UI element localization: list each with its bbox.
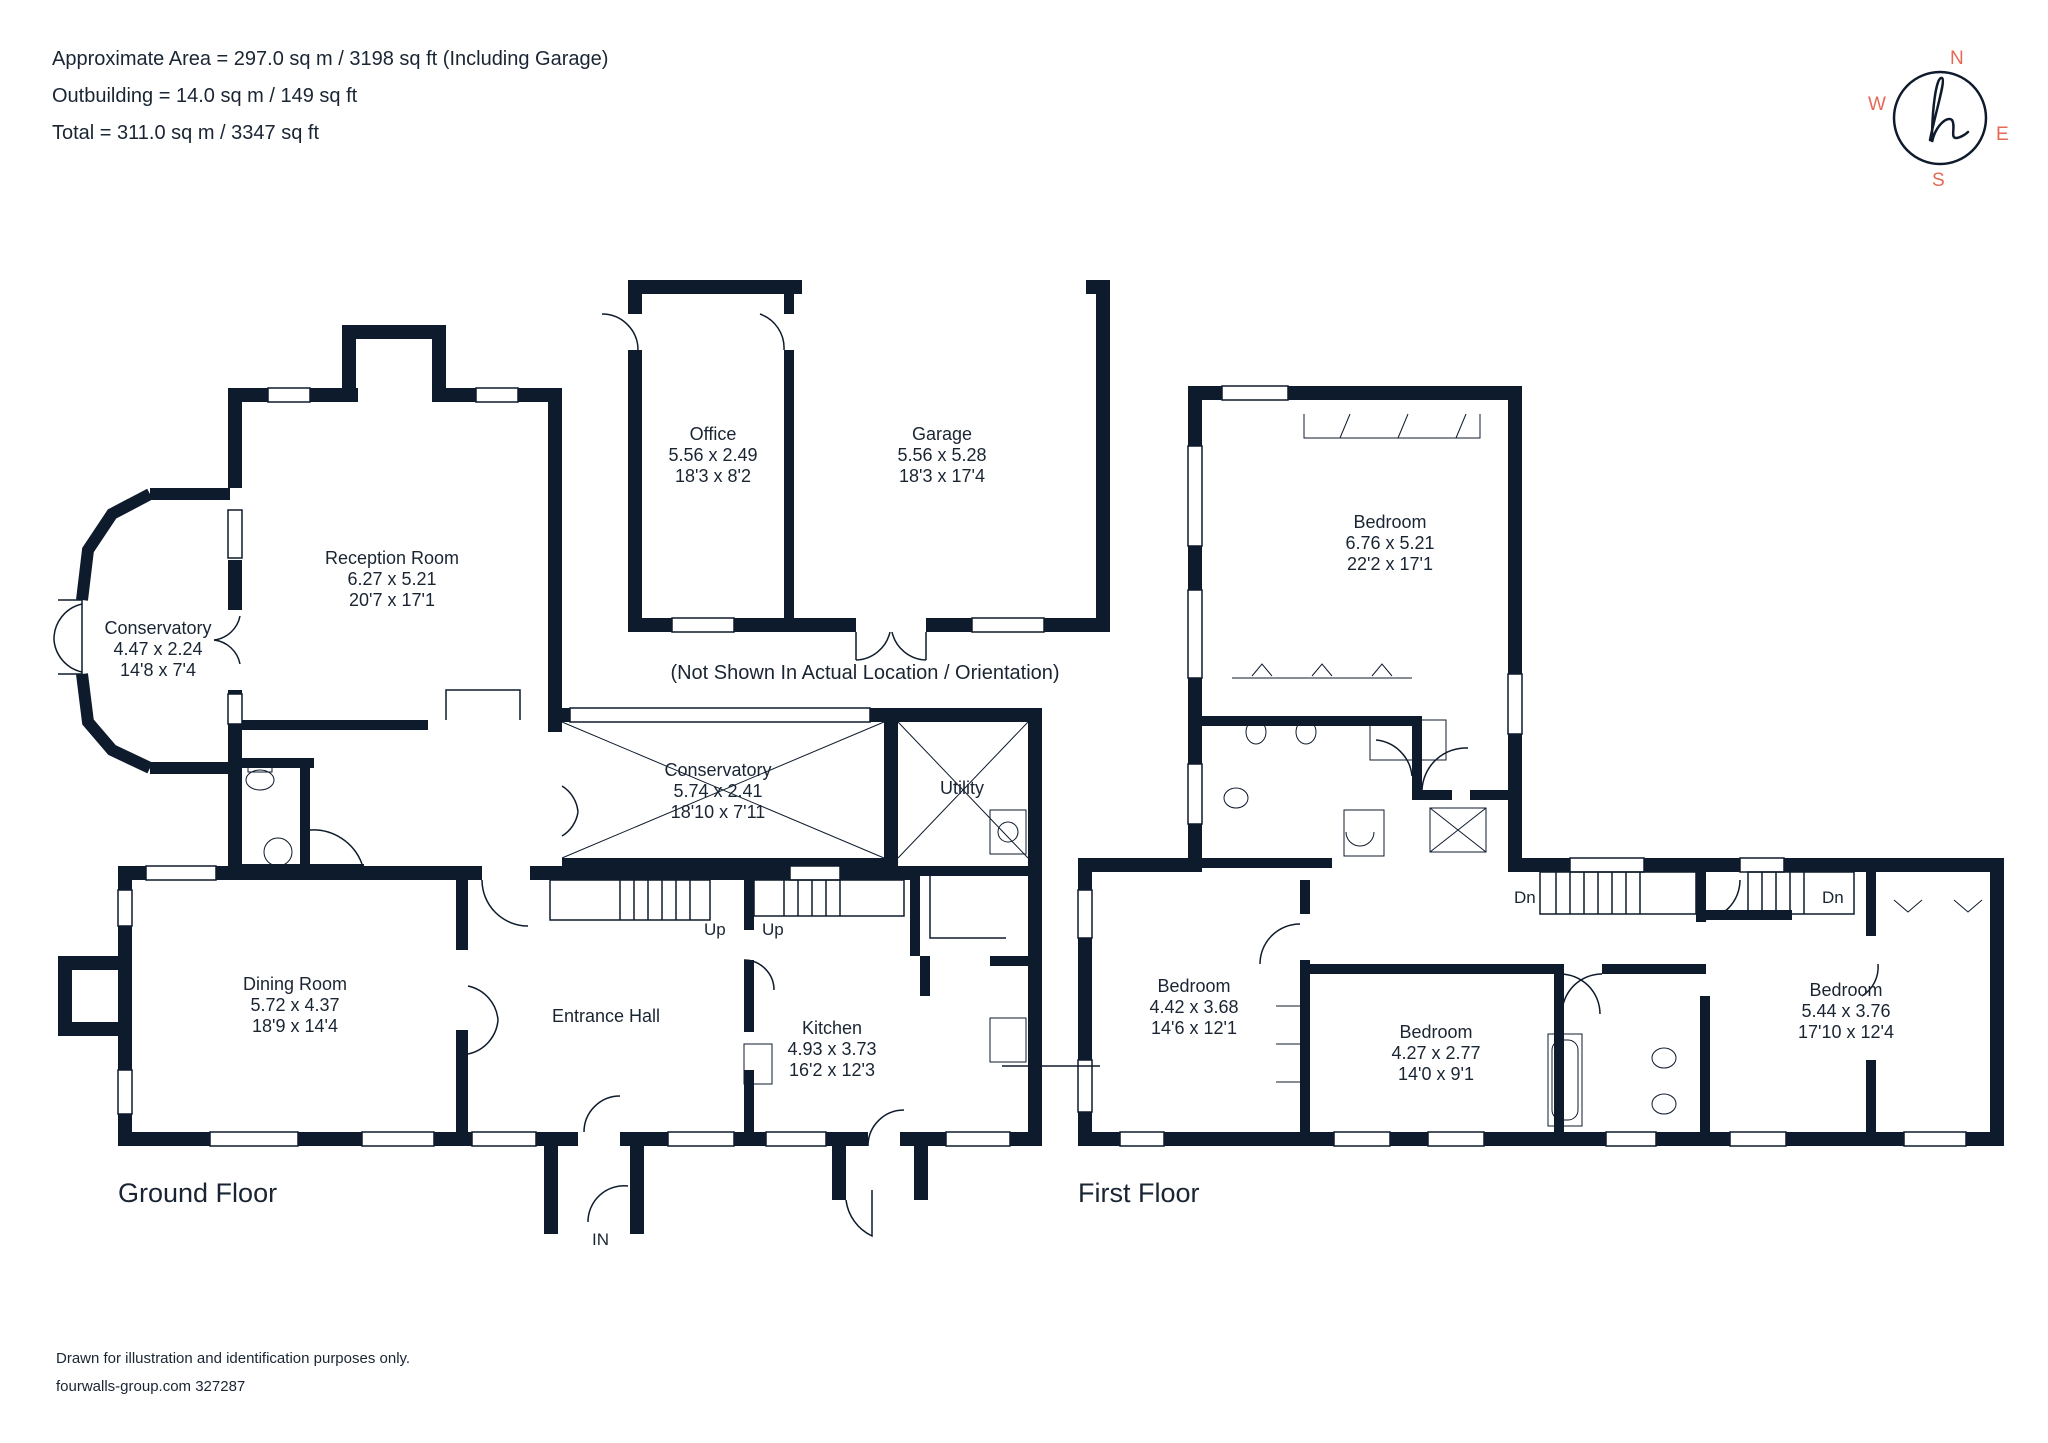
stairs-down-label-2: Dn xyxy=(1822,888,1844,907)
room-name: Garage xyxy=(911,424,973,444)
room-metric: 4.27 x 2.77 xyxy=(1391,1043,1481,1063)
room-metric: 6.27 x 5.21 xyxy=(347,569,437,589)
room-label-bedroom-3: Bedroom 4.27 x 2.77 14'0 x 9'1 xyxy=(1391,1022,1480,1085)
room-name: Conservatory xyxy=(104,618,212,638)
room-label-entrance-hall: Entrance Hall xyxy=(552,1006,660,1027)
room-imperial: 14'8 x 7'4 xyxy=(120,660,196,680)
ground-floor-title: Ground Floor xyxy=(118,1178,278,1208)
reference-text: fourwalls-group.com 327287 xyxy=(56,1378,246,1395)
room-imperial: 22'2 x 17'1 xyxy=(1347,554,1433,574)
total-area-text: Total = 311.0 sq m / 3347 sq ft xyxy=(52,122,320,144)
room-imperial: 18'9 x 14'4 xyxy=(252,1016,338,1036)
compass-logo: N S E W xyxy=(1860,40,2020,191)
entrance-label: IN xyxy=(592,1230,609,1249)
outbuilding-area-text: Outbuilding = 14.0 sq m / 149 sq ft xyxy=(52,85,358,107)
room-name: Reception Room xyxy=(324,548,460,568)
room-metric: 4.93 x 3.73 xyxy=(787,1039,877,1059)
room-metric: 5.74 x 2.41 xyxy=(673,781,763,801)
room-imperial: 16'2 x 12'3 xyxy=(789,1060,875,1080)
fixture-lines xyxy=(245,413,1983,1127)
room-name: Entrance Hall xyxy=(551,1006,661,1026)
room-metric: 5.56 x 2.49 xyxy=(668,445,758,465)
room-imperial: 14'6 x 12'1 xyxy=(1151,1018,1237,1038)
room-metric: 6.76 x 5.21 xyxy=(1345,533,1435,553)
room-metric: 4.47 x 2.24 xyxy=(113,639,203,659)
room-label-bedroom-4: Bedroom 5.44 x 3.76 17'10 x 12'4 xyxy=(1798,980,1894,1043)
room-name: Bedroom xyxy=(1809,980,1883,1000)
disclaimer-text: Drawn for illustration and identificatio… xyxy=(56,1350,411,1367)
stairs-up-label-2: Up xyxy=(762,920,784,939)
room-imperial: 18'3 x 8'2 xyxy=(675,466,751,486)
compass-ring-icon xyxy=(1892,70,1988,166)
ground-floor-walls xyxy=(58,325,1042,1234)
room-name: Kitchen xyxy=(801,1018,863,1038)
room-imperial: 14'0 x 9'1 xyxy=(1398,1064,1474,1084)
compass-west: W xyxy=(1868,94,1886,115)
approx-area-text: Approximate Area = 297.0 sq m / 3198 sq … xyxy=(52,48,609,70)
room-imperial: 18'10 x 7'11 xyxy=(670,802,766,822)
room-label-garage: Garage 5.56 x 5.28 18'3 x 17'4 xyxy=(897,424,986,487)
room-metric: 4.42 x 3.68 xyxy=(1149,997,1239,1017)
room-metric: 5.72 x 4.37 xyxy=(250,995,340,1015)
room-imperial: 20'7 x 17'1 xyxy=(349,590,435,610)
room-metric: 5.56 x 5.28 xyxy=(897,445,987,465)
room-label-utility: Utility xyxy=(940,778,984,799)
room-name: Utility xyxy=(940,778,984,798)
room-metric: 5.44 x 3.76 xyxy=(1801,1001,1891,1021)
compass-south: S xyxy=(1932,170,1945,191)
first-floor-title: First Floor xyxy=(1078,1178,1200,1208)
room-name: Dining Room xyxy=(242,974,348,994)
outbuilding-note: (Not Shown In Actual Location / Orientat… xyxy=(670,662,1060,684)
room-label-conservatory-west: Conservatory 4.47 x 2.24 14'8 x 7'4 xyxy=(104,618,211,681)
stairs-up-label: Up xyxy=(704,920,726,939)
room-label-reception: Reception Room 6.27 x 5.21 20'7 x 17'1 xyxy=(325,548,459,611)
room-label-conservatory-central: Conservatory 5.74 x 2.41 18'10 x 7'11 xyxy=(664,760,771,823)
room-imperial: 18'3 x 17'4 xyxy=(899,466,985,486)
room-label-bedroom-2: Bedroom 4.42 x 3.68 14'6 x 12'1 xyxy=(1149,976,1238,1039)
compass-east: E xyxy=(1996,124,2009,145)
room-label-bedroom-main: Bedroom 6.76 x 5.21 22'2 x 17'1 xyxy=(1345,512,1434,575)
room-name: Conservatory xyxy=(664,760,772,780)
stairs-lines xyxy=(549,871,1855,921)
west-conservatory-bay xyxy=(76,488,153,774)
compass-north: N xyxy=(1950,48,1964,69)
room-name: Bedroom xyxy=(1353,512,1427,532)
stairs-down-label: Dn xyxy=(1514,888,1536,907)
room-label-office: Office 5.56 x 2.49 18'3 x 8'2 xyxy=(668,424,757,487)
room-imperial: 17'10 x 12'4 xyxy=(1798,1022,1894,1042)
room-name: Office xyxy=(689,424,737,444)
room-name: Bedroom xyxy=(1399,1022,1473,1042)
room-name: Bedroom xyxy=(1157,976,1231,996)
room-label-kitchen: Kitchen 4.93 x 3.73 16'2 x 12'3 xyxy=(787,1018,876,1081)
room-label-dining: Dining Room 5.72 x 4.37 18'9 x 14'4 xyxy=(243,974,347,1037)
